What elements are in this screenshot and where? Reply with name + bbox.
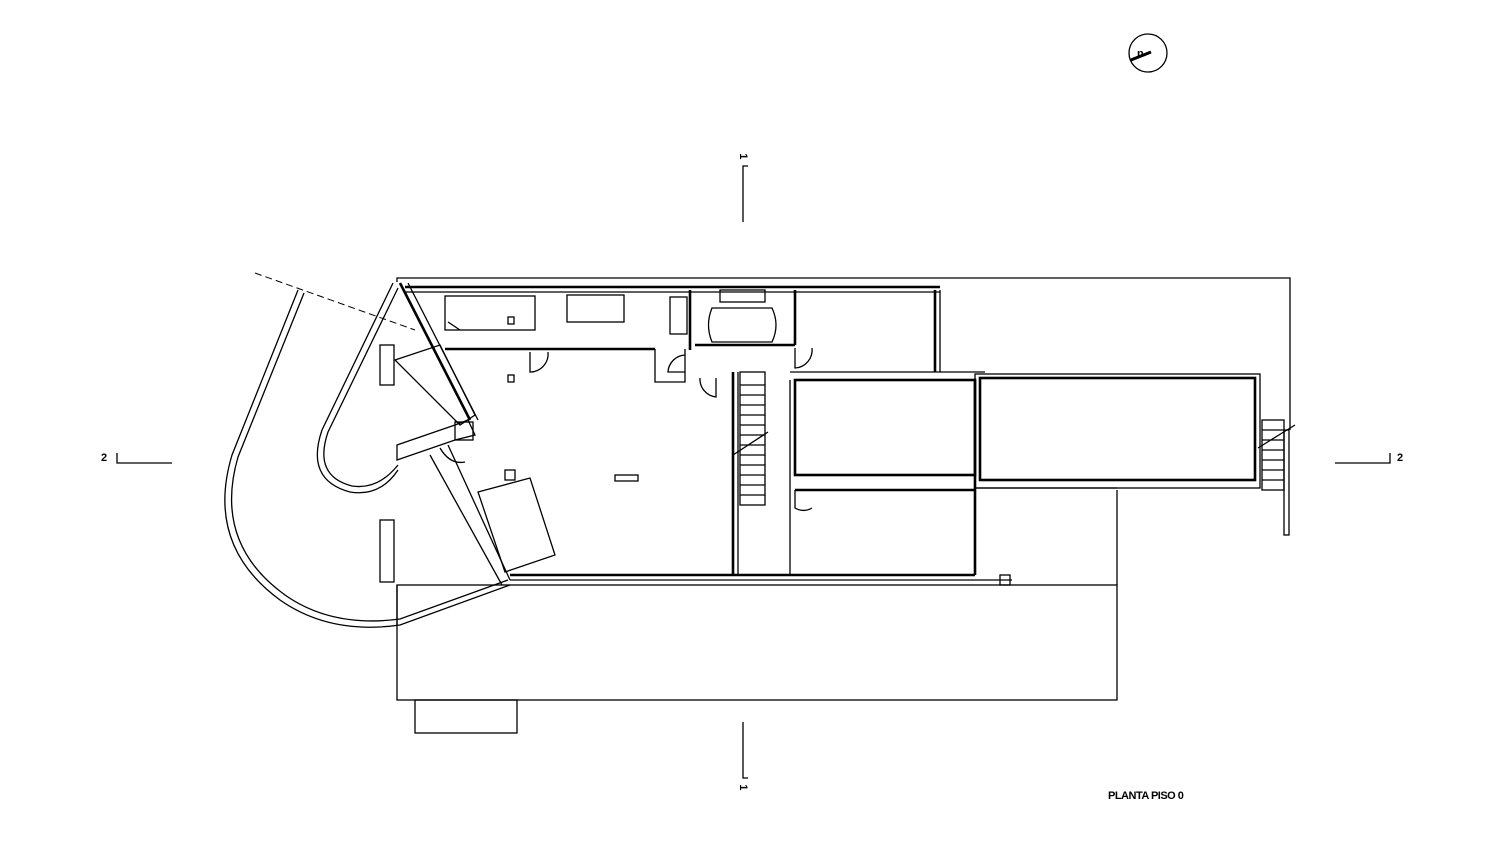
doors <box>447 321 813 512</box>
west-wall <box>393 282 556 586</box>
section-1-top-label: 1 <box>736 153 749 159</box>
dashed-line <box>254 272 416 331</box>
section-1-bottom-label: 1 <box>736 784 749 790</box>
central-stair <box>732 371 769 506</box>
site-outline <box>396 277 1291 734</box>
walls <box>405 285 1261 586</box>
section-line-1 <box>742 165 748 779</box>
drawing-title: PLANTA PISO 0 <box>1108 790 1184 802</box>
north-arrow-icon <box>1128 33 1168 73</box>
north-marker-label: n <box>1137 48 1144 60</box>
fixtures <box>444 289 777 482</box>
section-2-left-label: 2 <box>101 452 107 464</box>
east-stair <box>1257 419 1296 536</box>
section-line-2 <box>116 453 1391 464</box>
curved-wall <box>224 282 511 628</box>
section-2-right-label: 2 <box>1397 452 1403 464</box>
